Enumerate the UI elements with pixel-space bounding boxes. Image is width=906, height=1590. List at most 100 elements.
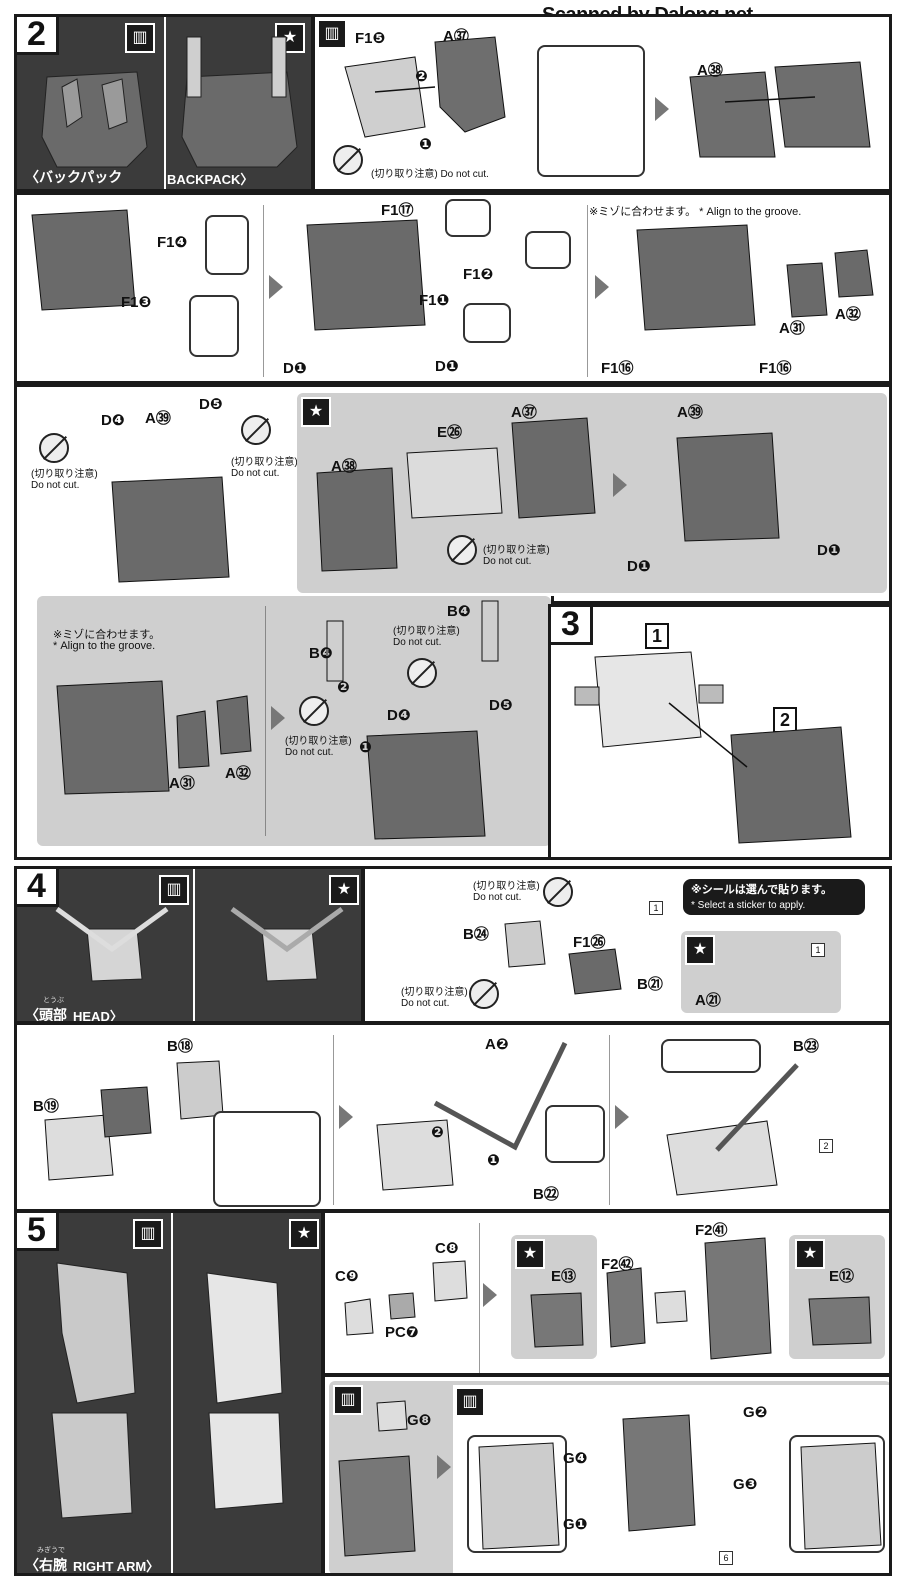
- align-note: ※ミゾに合わせます。* Align to the groove.: [53, 629, 161, 652]
- part-label: D❶: [627, 558, 651, 575]
- part-label: E⑫: [829, 1268, 855, 1285]
- part-label: B⑲: [33, 1098, 59, 1115]
- step-arrow-icon: [339, 1105, 353, 1129]
- align-note: ※ミゾに合わせます。 * Align to the groove.: [589, 206, 802, 218]
- star-icon: ★: [289, 1219, 319, 1249]
- order-marker: ❷: [337, 679, 350, 696]
- part-label: G❽: [407, 1412, 432, 1429]
- part-label: F1㉖: [573, 934, 606, 951]
- step-number: 3: [551, 607, 593, 645]
- detail-callout: [537, 45, 645, 177]
- assembly-drawing: [478, 1414, 882, 1550]
- step3-panel: 3 1 2: [548, 604, 892, 860]
- section-title-backpack-en: BACKPACK〉: [167, 172, 254, 187]
- detail-callout: [189, 295, 239, 357]
- part-label: B㉒: [533, 1186, 559, 1203]
- no-cut-icon: [447, 535, 477, 565]
- part-drawing: [530, 1292, 584, 1348]
- do-not-cut-note: (切り取り注意)Do not cut.: [401, 987, 468, 1009]
- part-label: E⑬: [551, 1268, 577, 1285]
- part-label: F2㊶: [695, 1222, 728, 1239]
- part-label: G❸: [733, 1476, 758, 1493]
- section-title-head-en: HEAD〉: [73, 1009, 123, 1024]
- do-not-cut-note: (切り取り注意) Do not cut.: [371, 169, 489, 180]
- sticker-note-jp: ※シールは選んで貼ります。: [691, 884, 833, 896]
- assembly-drawing: [44, 1041, 799, 1196]
- part-label: F2㊷: [601, 1256, 634, 1273]
- no-cut-icon: [469, 979, 499, 1009]
- step4-row1-panel: (切り取り注意)Do not cut. B㉔ (切り取り注意)Do not cu…: [362, 866, 892, 1024]
- part-label: D❹: [101, 412, 125, 429]
- order-marker: ❶: [419, 136, 432, 153]
- part-label: A㉛: [169, 775, 195, 792]
- assembly-drawing: [344, 1237, 772, 1360]
- part-label: B❹: [309, 645, 333, 662]
- no-cut-icon: [39, 433, 69, 463]
- section-title-backpack-jp: 〈バックパック: [25, 169, 123, 185]
- part-label: D❺: [489, 697, 513, 714]
- divider: [587, 205, 588, 377]
- part-label: C❽: [435, 1240, 459, 1257]
- divider: [263, 205, 264, 377]
- step4-row2-panel: B⑱ B⑲ A❷ ❷ ❶ B㉒ B㉓ 2: [14, 1022, 892, 1212]
- step-arrow-icon: [437, 1455, 451, 1479]
- part-label: A㊴: [677, 404, 703, 421]
- assembly-drawing: [316, 417, 780, 572]
- step5-header-panel: 5 ▥ ★ みぎうで 〈右腕 RIGHT ARM〉: [14, 1210, 324, 1576]
- sticker-note-en: * Select a sticker to apply.: [691, 900, 806, 911]
- do-not-cut-note: (切り取り注意)Do not cut.: [31, 469, 98, 491]
- star-variant-region: ★ A㊳ E㉖ A㊲ (切り取り注意)Do not cut. A㊴ D❶ D❶: [297, 393, 887, 593]
- runner-icon: ▥: [455, 1387, 485, 1417]
- sticker-number: 1: [811, 943, 825, 957]
- part-label: F1⑯: [759, 360, 792, 377]
- section-title-ruby: みぎうで: [37, 1547, 65, 1554]
- part-label: C❾: [335, 1268, 359, 1285]
- star-icon: ★: [515, 1239, 545, 1269]
- panel-divider: [164, 17, 166, 189]
- part-label: B⑱: [167, 1038, 193, 1055]
- no-cut-icon: [543, 877, 573, 907]
- part-label: A㉜: [835, 306, 861, 323]
- no-cut-icon: [407, 658, 437, 688]
- sticker-number: 2: [819, 1139, 833, 1153]
- step-arrow-icon: [613, 473, 627, 497]
- step5-row2-panel: ▥ G❽ ▥ G❷ G❹ G: [322, 1374, 892, 1576]
- runner-icon: ▥: [159, 875, 189, 905]
- step-arrow-icon: [595, 275, 609, 299]
- sticker-number: 6: [719, 1551, 733, 1565]
- part-label: A㉜: [225, 765, 251, 782]
- part-label: F1❶: [419, 292, 450, 309]
- part-label: A㉛: [779, 320, 805, 337]
- step-number: 2: [17, 17, 59, 55]
- sticker-note-bubble: ※シールは選んで貼ります。 * Select a sticker to appl…: [683, 879, 865, 915]
- part-label: A㊳: [331, 458, 357, 475]
- detail-callout: [545, 1105, 605, 1163]
- detail-callout: [525, 231, 571, 269]
- runner-icon: ▥: [333, 1385, 363, 1415]
- divider: [479, 1223, 480, 1373]
- order-marker: ❶: [487, 1152, 500, 1169]
- no-cut-icon: [299, 696, 329, 726]
- section-title-arm-jp: 〈右腕: [25, 1557, 67, 1573]
- step-arrow-icon: [483, 1283, 497, 1307]
- part-label: G❶: [563, 1516, 588, 1533]
- step4-header-panel: 4 ▥ ★ とうぶ 〈頭部 HEAD〉: [14, 866, 364, 1024]
- part-label: B❹: [447, 603, 471, 620]
- divider: [609, 1035, 610, 1205]
- step5-row1-panel: C❽ C❾ PC❼ ★ E⑬ F2㊷ F2㊶ ★ E⑫: [322, 1210, 892, 1376]
- order-marker: ❶: [359, 739, 372, 756]
- part-label: D❶: [435, 358, 459, 375]
- panel-divider: [193, 869, 195, 1021]
- section-title-arm-en: RIGHT ARM〉: [73, 1559, 160, 1574]
- part-label: B㉓: [793, 1038, 819, 1055]
- part-drawing: [808, 1296, 872, 1346]
- part-label: A㊳: [697, 62, 723, 79]
- sticker-number: 1: [649, 901, 663, 915]
- assembly-drawing: [574, 651, 852, 844]
- divider: [265, 606, 266, 836]
- part-label: D❶: [817, 542, 841, 559]
- detail-callout: [445, 199, 491, 237]
- step2-row4-panel: ※ミゾに合わせます。* Align to the groove. A㉛ A㉜ B…: [14, 596, 554, 860]
- part-label: F1❸: [121, 294, 152, 311]
- step-arrow-icon: [615, 1105, 629, 1129]
